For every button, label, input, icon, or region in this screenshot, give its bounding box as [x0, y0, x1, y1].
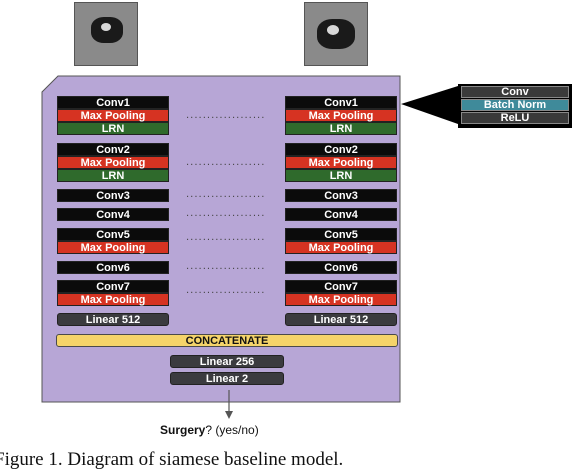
detail-batchnorm-block: Batch Norm: [461, 99, 569, 111]
left-lrn2-block: LRN: [57, 169, 169, 182]
left-conv1-block: Conv1: [57, 96, 169, 109]
right-linear512-block: Linear 512: [285, 313, 397, 326]
zoom-callout-triangle: [401, 86, 458, 124]
dots-connector-3: ...................: [186, 189, 266, 200]
output-label: Surgery? (yes/no): [160, 423, 300, 437]
right-conv3-block: Conv3: [285, 189, 397, 202]
output-label-rest: ? (yes/no): [205, 423, 259, 437]
output-arrow-head: [225, 411, 233, 419]
right-conv1-block: Conv1: [285, 96, 397, 109]
left-conv4-block: Conv4: [57, 208, 169, 221]
left-conv2-block: Conv2: [57, 143, 169, 156]
detail-relu-block: ReLU: [461, 112, 569, 124]
right-conv7-block: Conv7: [285, 280, 397, 293]
left-maxpool5-block: Max Pooling: [57, 241, 169, 254]
left-linear512-block: Linear 512: [57, 313, 169, 326]
left-conv6-block: Conv6: [57, 261, 169, 274]
dots-connector-4: ...................: [186, 208, 266, 219]
linear2-block: Linear 2: [170, 372, 284, 385]
linear256-block: Linear 256: [170, 355, 284, 368]
right-conv4-block: Conv4: [285, 208, 397, 221]
left-maxpool2-block: Max Pooling: [57, 156, 169, 169]
right-maxpool2-block: Max Pooling: [285, 156, 397, 169]
right-lrn1-block: LRN: [285, 122, 397, 135]
dots-connector-6: ...................: [186, 261, 266, 272]
dots-connector-7: ...................: [186, 285, 266, 296]
dots-connector-5: ...................: [186, 232, 266, 243]
left-conv5-block: Conv5: [57, 228, 169, 241]
concatenate-block: CONCATENATE: [56, 334, 398, 347]
dots-connector-2: ...................: [186, 157, 266, 168]
left-conv7-block: Conv7: [57, 280, 169, 293]
input-image-right: [304, 2, 368, 66]
right-maxpool5-block: Max Pooling: [285, 241, 397, 254]
right-conv6-block: Conv6: [285, 261, 397, 274]
right-conv2-block: Conv2: [285, 143, 397, 156]
dots-connector-1: ...................: [186, 110, 266, 121]
right-lrn2-block: LRN: [285, 169, 397, 182]
right-conv5-block: Conv5: [285, 228, 397, 241]
detail-conv-block: Conv: [461, 86, 569, 98]
left-lrn1-block: LRN: [57, 122, 169, 135]
input-image-left: [74, 2, 138, 66]
output-label-bold: Surgery: [160, 423, 206, 437]
figure-caption: Figure 1. Diagram of siamese baseline mo…: [0, 449, 344, 470]
left-conv3-block: Conv3: [57, 189, 169, 202]
right-maxpool1-block: Max Pooling: [285, 109, 397, 122]
right-maxpool7-block: Max Pooling: [285, 293, 397, 306]
left-maxpool1-block: Max Pooling: [57, 109, 169, 122]
left-maxpool7-block: Max Pooling: [57, 293, 169, 306]
